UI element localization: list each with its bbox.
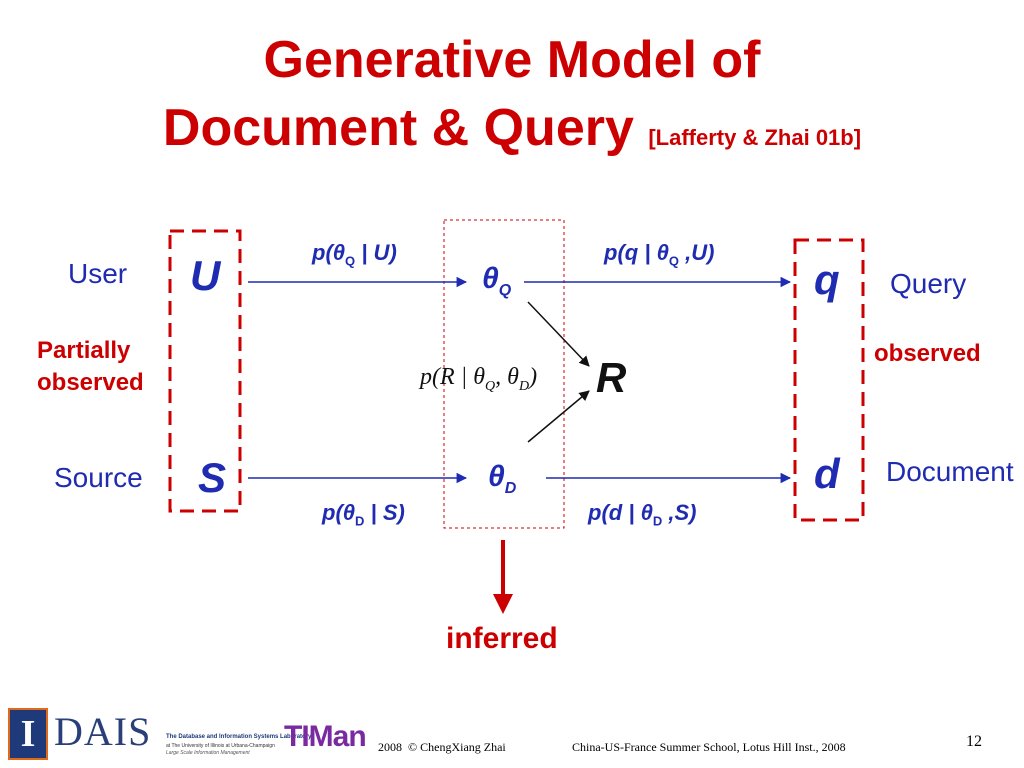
node-q: q <box>814 256 840 303</box>
user-source-box <box>168 229 242 513</box>
theta-box <box>443 219 565 529</box>
page-number: 12 <box>966 733 982 750</box>
label-observed: observed <box>874 340 981 367</box>
citation: [Lafferty & Zhai 01b] <box>648 125 862 150</box>
label-source: Source <box>54 462 143 493</box>
prob-q-given-thetaQ-U: p(q | θQ ,U) <box>604 240 715 269</box>
node-R: R <box>596 354 627 401</box>
node-S: S <box>198 454 227 501</box>
illinois-logo: I <box>8 708 48 760</box>
dais-logo: DAIS <box>54 709 152 754</box>
relevance-probability: p(R | θQ, θD) <box>420 364 538 394</box>
label-inferred: inferred <box>446 622 558 655</box>
node-theta-Q: θQ <box>482 262 512 299</box>
node-theta-D: θD <box>488 460 517 497</box>
lab-subtitle: at The University of Illinois at Urbana-… <box>166 743 275 749</box>
prob-thetaQ-given-U: p(θQ | U) <box>312 240 397 269</box>
lab-subtitle-2: Large Scale Information Management <box>166 750 250 756</box>
label-document: Document <box>886 456 1014 487</box>
footer-copyright: 2008 © ChengXiang Zhai <box>378 740 506 754</box>
title-text: Document & Query <box>162 99 634 157</box>
label-partially-observed: Partially observed <box>37 337 144 396</box>
slide-title-line-2: Document & Query [Lafferty & Zhai 01b] <box>0 98 1024 168</box>
prob-d-given-thetaD-S: p(d | θD ,S) <box>588 500 697 529</box>
footer-event: China-US-France Summer School, Lotus Hil… <box>572 740 846 754</box>
node-U: U <box>190 252 221 299</box>
slide-title-line-1: Generative Model of <box>263 31 761 89</box>
lab-name: The Database and Information Systems Lab… <box>166 734 312 740</box>
arrow-thetaQ-to-R <box>527 301 590 367</box>
label-user: User <box>68 258 128 289</box>
arrow-thetaD-to-R <box>527 390 590 443</box>
prob-thetaD-given-S: p(θD | S) <box>322 500 405 529</box>
query-doc-box <box>793 238 865 522</box>
label-query: Query <box>890 268 967 299</box>
node-d: d <box>814 450 840 497</box>
timan-logo: TIMan <box>284 720 367 753</box>
